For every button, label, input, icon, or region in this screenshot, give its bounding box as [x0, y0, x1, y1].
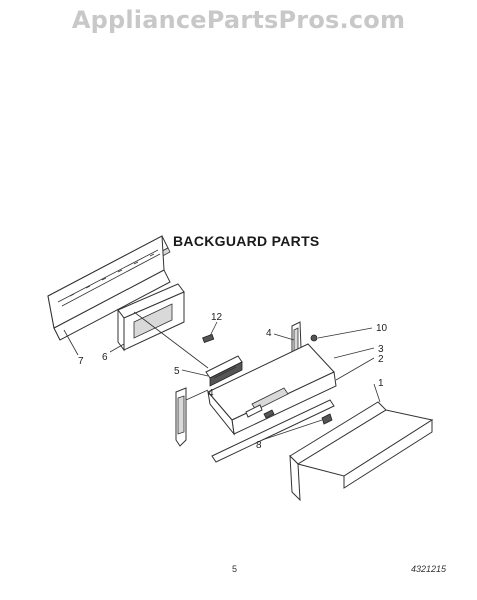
part-5-control-module	[205, 355, 243, 387]
callout-1: 1	[378, 378, 384, 389]
callout-10: 10	[376, 323, 388, 334]
callout-2: 2	[378, 354, 384, 365]
callout-5: 5	[174, 366, 180, 377]
part-1-end-cap	[289, 401, 434, 502]
part-2-3-control-panel	[207, 343, 337, 436]
callout-6: 6	[102, 352, 108, 363]
part-7-back-panel	[47, 235, 171, 341]
callout-4-left: 4	[208, 388, 214, 399]
diagram-title: BACKGUARD PARTS	[173, 233, 320, 249]
callout-8: 8	[256, 440, 262, 451]
document-code: 4321215	[411, 564, 447, 574]
part-10-screw	[310, 334, 318, 342]
part-12-screw	[202, 333, 215, 344]
part-4-left-bracket	[175, 387, 187, 447]
watermark-logo: AppliancePartsPros.com	[71, 6, 406, 34]
callout-3: 3	[378, 344, 384, 355]
page-number: 5	[232, 564, 238, 574]
part-6-bracket	[117, 283, 185, 352]
callout-labels: 7 6 12 5 4 4 10 3 2 1 8	[78, 312, 388, 451]
leader-lines	[63, 311, 381, 441]
part-8-trim-rod	[211, 399, 335, 463]
callout-4-right: 4	[266, 328, 272, 339]
callout-12: 12	[211, 312, 223, 323]
callout-7: 7	[78, 356, 84, 367]
